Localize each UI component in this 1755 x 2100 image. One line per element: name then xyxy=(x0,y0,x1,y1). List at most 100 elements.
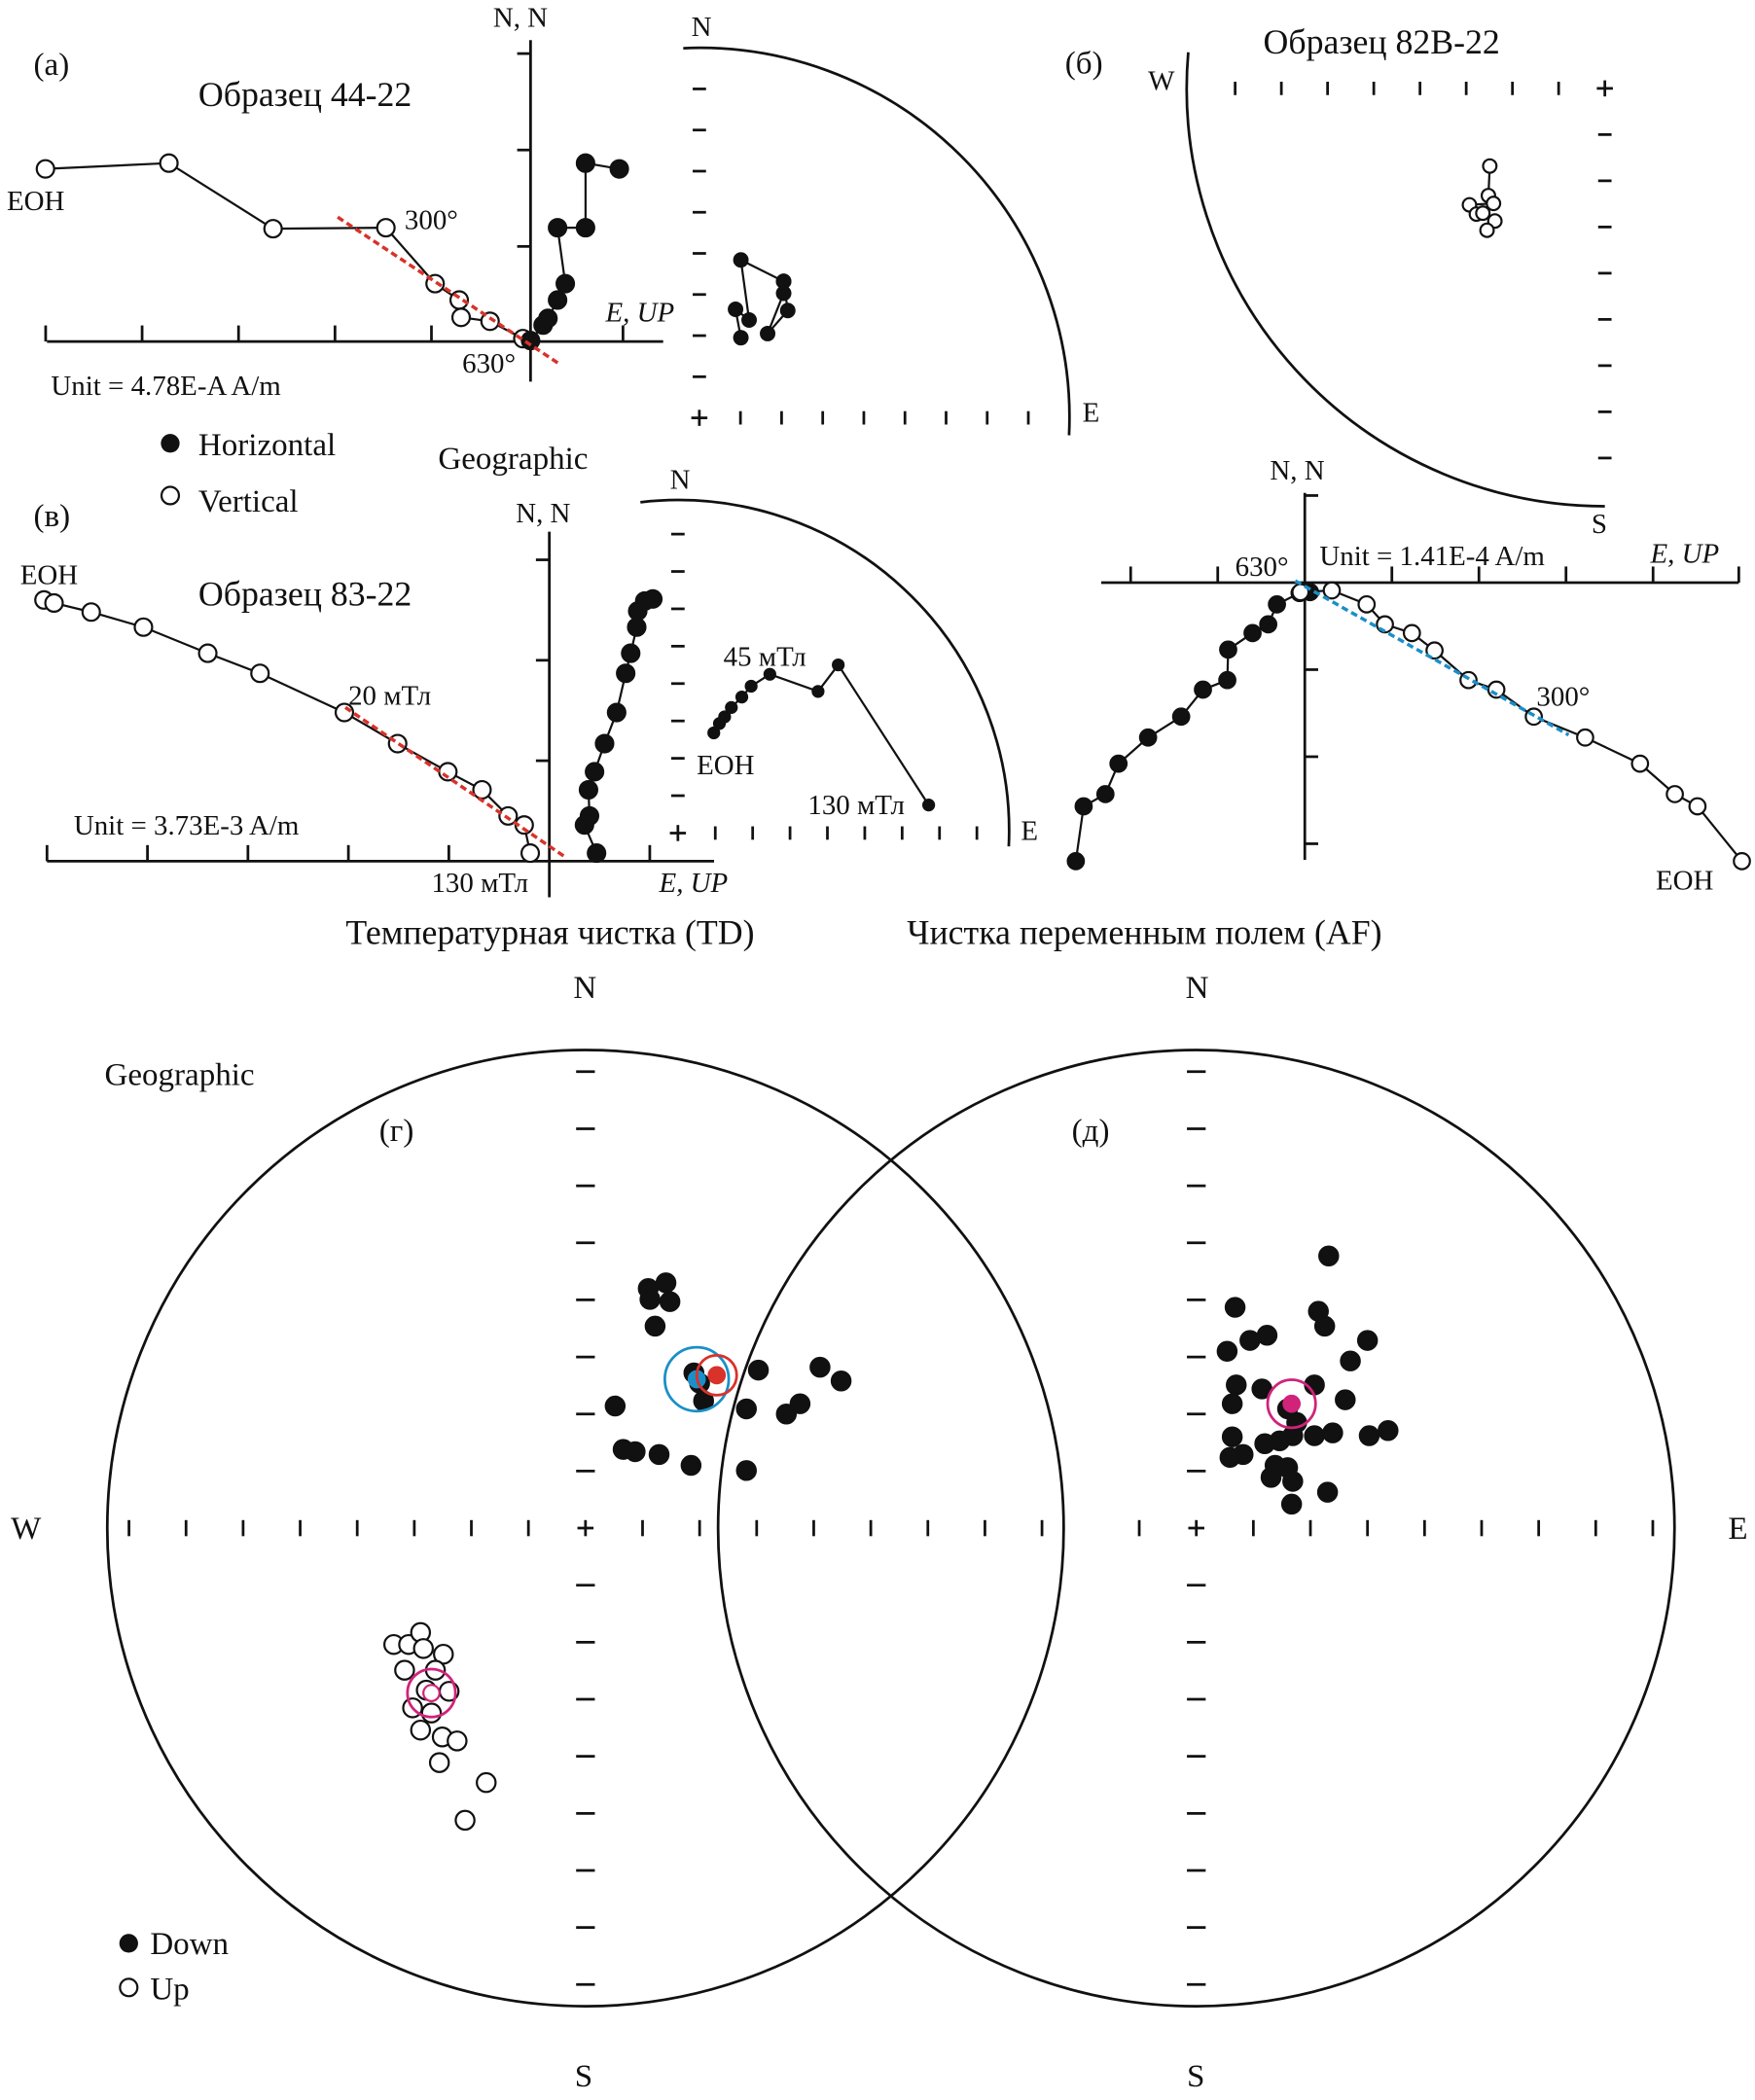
filled-data-point xyxy=(575,153,595,173)
open-data-point xyxy=(197,643,218,663)
eoh-label: EOH xyxy=(1656,865,1714,896)
geographic-label: Geographic xyxy=(438,442,588,477)
south-label: S xyxy=(1592,509,1607,540)
filled-data-point xyxy=(735,1460,757,1481)
open-data-point xyxy=(472,779,492,801)
filled-data-point xyxy=(1378,1420,1399,1442)
filled-data-point xyxy=(621,643,641,663)
stereonet-a-arc xyxy=(683,46,1071,436)
filled-data-point xyxy=(728,302,744,317)
filled-data-point xyxy=(775,273,792,290)
east-label: E xyxy=(1021,815,1038,846)
unit-label: Unit = 3.73E-3 A/m xyxy=(74,810,300,841)
filled-data-point xyxy=(707,726,721,740)
filled-data-point xyxy=(1316,1481,1339,1503)
af-title: Чистка переменным полем (AF) xyxy=(907,913,1381,952)
filled-data-point xyxy=(744,679,758,694)
stereonet-b-arc xyxy=(1185,52,1605,508)
filled-data-point xyxy=(789,1393,811,1414)
open-data-point xyxy=(428,1752,450,1773)
eoh-label: EOH xyxy=(20,559,79,590)
mean-red-point xyxy=(707,1366,727,1385)
step-630-label: 630° xyxy=(1236,552,1289,583)
filled-data-point xyxy=(1260,1467,1282,1488)
open-data-point xyxy=(447,1730,468,1752)
filled-data-point xyxy=(779,303,796,319)
open-data-point xyxy=(1576,728,1594,747)
east-label: E xyxy=(1083,398,1100,429)
filled-data-point xyxy=(1340,1350,1361,1371)
north-label: N xyxy=(670,465,691,496)
open-data-point xyxy=(1402,623,1421,643)
filled-data-point xyxy=(627,617,647,637)
panel-d-label: (д) xyxy=(1072,1114,1110,1149)
filled-data-point xyxy=(585,762,605,782)
filled-data-point xyxy=(1138,728,1158,747)
series-line-vertical xyxy=(1300,588,1743,863)
td-title: Температурная чистка (TD) xyxy=(345,913,754,952)
filled-data-point xyxy=(1218,670,1236,690)
filled-data-point xyxy=(1243,623,1262,643)
filled-data-point xyxy=(1282,1471,1304,1492)
axis-nn-label: N, N xyxy=(1270,455,1324,486)
filled-data-point xyxy=(830,1370,852,1392)
open-data-point xyxy=(1733,851,1751,871)
filled-data-point xyxy=(609,159,629,179)
open-data-point xyxy=(394,1659,415,1681)
legend-vertical-label: Vertical xyxy=(198,484,299,519)
filled-data-point xyxy=(725,700,738,714)
legend-up-marker xyxy=(119,1977,139,1998)
mean-blue-confidence-circle xyxy=(663,1345,731,1413)
filled-data-point xyxy=(574,815,594,836)
open-data-point xyxy=(250,663,270,684)
open-data-point xyxy=(420,1702,443,1724)
filled-data-point xyxy=(548,218,568,238)
open-data-point xyxy=(519,843,541,864)
filled-data-point xyxy=(733,330,749,346)
filled-data-point xyxy=(747,1359,770,1381)
filled-data-point xyxy=(1224,1297,1246,1318)
filled-data-point xyxy=(1239,1330,1261,1351)
panel-b-label: (б) xyxy=(1065,47,1103,82)
legend-down-marker xyxy=(119,1934,138,1953)
panel-g-label: (г) xyxy=(379,1114,414,1149)
axis-nn-label: N, N xyxy=(493,3,548,34)
west-label: W xyxy=(1148,65,1175,96)
filled-data-point xyxy=(680,1454,702,1477)
filled-data-point xyxy=(1221,1426,1243,1447)
filled-data-point xyxy=(625,1441,646,1463)
open-data-point xyxy=(44,592,64,614)
unit-label: Unit = 4.78E-A A/m xyxy=(51,371,281,402)
filled-data-point xyxy=(760,325,776,341)
open-data-point xyxy=(1475,205,1491,222)
filled-data-point xyxy=(735,1398,757,1420)
open-data-point xyxy=(480,311,500,332)
step-20mt-label: 20 мТл xyxy=(348,680,431,711)
south-label: S xyxy=(1187,2059,1204,2094)
stereonet-d-circle xyxy=(716,1049,1676,2008)
sample-44-22-title: Образец 44-22 xyxy=(198,75,412,114)
open-data-point xyxy=(1688,797,1707,816)
filled-data-point xyxy=(1280,1493,1303,1515)
filled-data-point xyxy=(575,218,595,238)
fit-line xyxy=(344,705,567,859)
legend-horizontal-label: Horizontal xyxy=(198,428,336,463)
filled-data-point xyxy=(594,733,615,754)
open-data-point xyxy=(35,159,55,179)
stereonet-g-circle xyxy=(105,1049,1065,2008)
filled-data-point xyxy=(734,690,749,704)
filled-data-point xyxy=(733,252,749,268)
fit-line xyxy=(1294,579,1570,737)
filled-data-point xyxy=(1256,1325,1278,1346)
axis-eup-label: E, UP xyxy=(1649,538,1719,569)
filled-data-point xyxy=(627,601,648,622)
filled-data-point xyxy=(520,331,541,351)
filled-data-point xyxy=(1066,851,1086,871)
filled-data-point xyxy=(1335,1389,1356,1410)
mean-red-confidence-circle xyxy=(695,1353,738,1397)
stereonet-v-arc xyxy=(640,498,1011,847)
filled-data-point xyxy=(718,710,732,724)
filled-data-point xyxy=(1322,1422,1343,1443)
north-label: N xyxy=(692,12,712,43)
mean-magenta-point xyxy=(422,1684,441,1702)
